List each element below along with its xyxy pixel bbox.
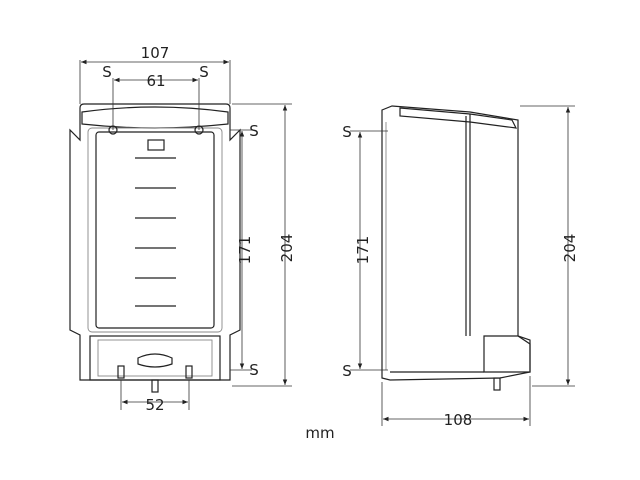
front-dimensions: 107 61 S S 171 S S 204 52 bbox=[79, 44, 296, 414]
screw-marker-right-bottom: S bbox=[249, 361, 259, 379]
level-marks bbox=[135, 157, 176, 307]
front-nozzle bbox=[151, 379, 159, 393]
dim-front-width: 107 bbox=[141, 44, 170, 62]
side-push-plate bbox=[483, 335, 531, 373]
push-plate bbox=[89, 335, 221, 381]
front-view bbox=[69, 103, 241, 393]
screw-marker-right-top: S bbox=[249, 122, 259, 140]
screw-marker-top-left: S bbox=[102, 63, 112, 81]
dim-front-height: 204 bbox=[278, 234, 296, 263]
dim-front-bottom-screw: 52 bbox=[145, 396, 164, 414]
front-lid bbox=[81, 106, 229, 129]
side-view bbox=[381, 105, 531, 391]
dim-front-screw-vertical: 171 bbox=[236, 236, 254, 265]
dim-side-height: 204 bbox=[561, 234, 579, 263]
side-screw-marker-bottom: S bbox=[342, 362, 352, 380]
front-window-frame bbox=[87, 127, 223, 333]
dim-front-top-screw: 61 bbox=[146, 72, 165, 90]
screw-bottom-right bbox=[185, 365, 193, 379]
push-plate-inner bbox=[97, 339, 213, 377]
side-back-wall bbox=[381, 105, 531, 381]
screw-marker-top-right: S bbox=[199, 63, 209, 81]
side-nozzle bbox=[493, 377, 501, 391]
dim-side-screw-vertical: 171 bbox=[354, 236, 372, 265]
dim-side-depth: 108 bbox=[444, 411, 473, 429]
units-label: mm bbox=[305, 424, 334, 442]
front-window bbox=[95, 131, 215, 329]
screw-bottom-left bbox=[117, 365, 125, 379]
top-latch bbox=[147, 139, 165, 151]
side-screw-marker-top: S bbox=[342, 123, 352, 141]
side-dimensions: 171 S S 204 108 bbox=[342, 105, 579, 429]
side-lid bbox=[399, 107, 518, 129]
push-button bbox=[137, 353, 173, 368]
